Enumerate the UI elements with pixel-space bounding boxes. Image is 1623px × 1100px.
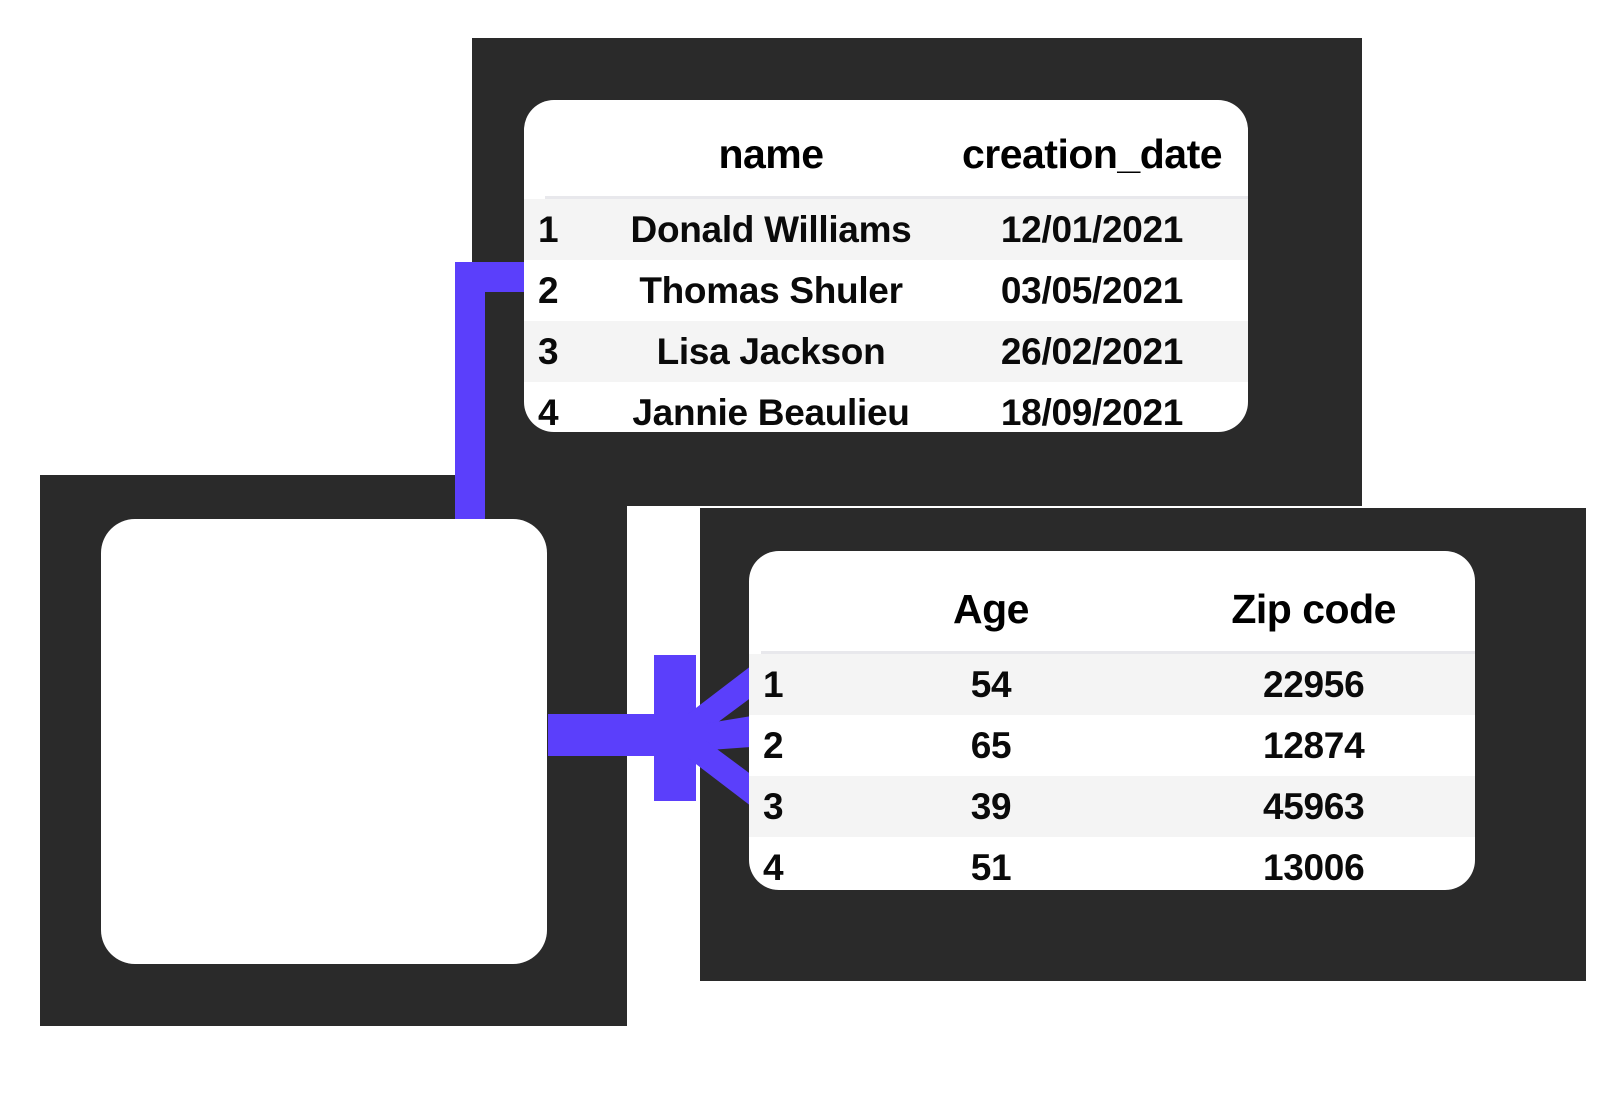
cell-name: Donald Williams [606,199,936,260]
table-row[interactable]: 4 Jannie Beaulieu 18/09/2021 [524,382,1248,433]
cell-age: 39 [829,776,1153,837]
demographics-table-card[interactable]: Age Zip code 1 54 22956 2 65 [749,551,1475,890]
demographics-col-index-header [749,567,830,651]
cell-name: Lisa Jackson [606,321,936,382]
row-index: 3 [749,776,830,837]
demographics-table-body[interactable]: 1 54 22956 2 65 12874 3 39 45963 [749,654,1475,890]
row-index: 2 [763,724,784,766]
table-row[interactable]: 2 65 12874 [749,715,1475,776]
cell-zip: 13006 [1262,846,1365,888]
table-row[interactable]: 4 51 13006 [749,837,1475,890]
cell-age: 65 [970,724,1012,766]
database-to-users-connector-horizontal [455,262,525,292]
database-to-users-connector-vertical [455,262,485,520]
table-row[interactable]: 1 54 22956 [749,654,1475,715]
users-header-divider [545,196,1248,199]
users-table-card[interactable]: name creation_date 1 Donald Williams 12/… [524,100,1248,432]
users-table-body[interactable]: 1 Donald Williams 12/01/2021 2 Thomas Sh… [524,199,1248,432]
row-index: 1 [524,199,606,260]
cell-creation-date: 12/01/2021 [936,199,1248,260]
cell-zip: 45963 [1152,776,1475,837]
users-col-creationdate-header: creation_date [961,130,1223,177]
cell-zip: 12874 [1262,724,1365,766]
row-index: 2 [538,269,559,311]
table-row[interactable]: 3 Lisa Jackson 26/02/2021 [524,321,1248,382]
table-row[interactable]: 2 Thomas Shuler 03/05/2021 [524,260,1248,321]
cell-creation-date: 03/05/2021 [1000,269,1184,311]
users-col-name-header: name [718,130,824,177]
demographics-col-age-header: Age [953,585,1029,632]
row-index: 4 [763,846,784,888]
table-row[interactable]: 1 Donald Williams 12/01/2021 [524,199,1248,260]
cell-name: Thomas Shuler [639,269,903,311]
table-row[interactable]: 3 39 45963 [749,776,1475,837]
users-table[interactable]: name creation_date [524,112,1248,196]
cell-name: Jannie Beaulieu [632,391,910,433]
row-index: 4 [538,391,559,433]
cell-creation-date: 18/09/2021 [1000,391,1184,433]
row-index: 3 [524,321,606,382]
users-table-header-row: name creation_date [524,112,1248,196]
database-card[interactable] [101,519,547,964]
cell-age: 54 [829,654,1153,715]
cell-creation-date: 26/02/2021 [936,321,1248,382]
demographics-table[interactable]: Age Zip code [749,567,1475,651]
cell-age: 51 [970,846,1012,888]
users-col-index-header [524,112,606,196]
database-to-demographics-connector-vertical [654,655,696,801]
cell-zip: 22956 [1152,654,1475,715]
demographics-table-wrap: Age Zip code 1 54 22956 2 65 [749,551,1475,890]
demographics-table-header-row: Age Zip code [749,567,1475,651]
demographics-header-divider [761,651,1475,654]
row-index: 1 [749,654,830,715]
users-table-wrap: name creation_date 1 Donald Williams 12/… [524,100,1248,432]
demographics-col-zip-header: Zip code [1231,585,1396,632]
